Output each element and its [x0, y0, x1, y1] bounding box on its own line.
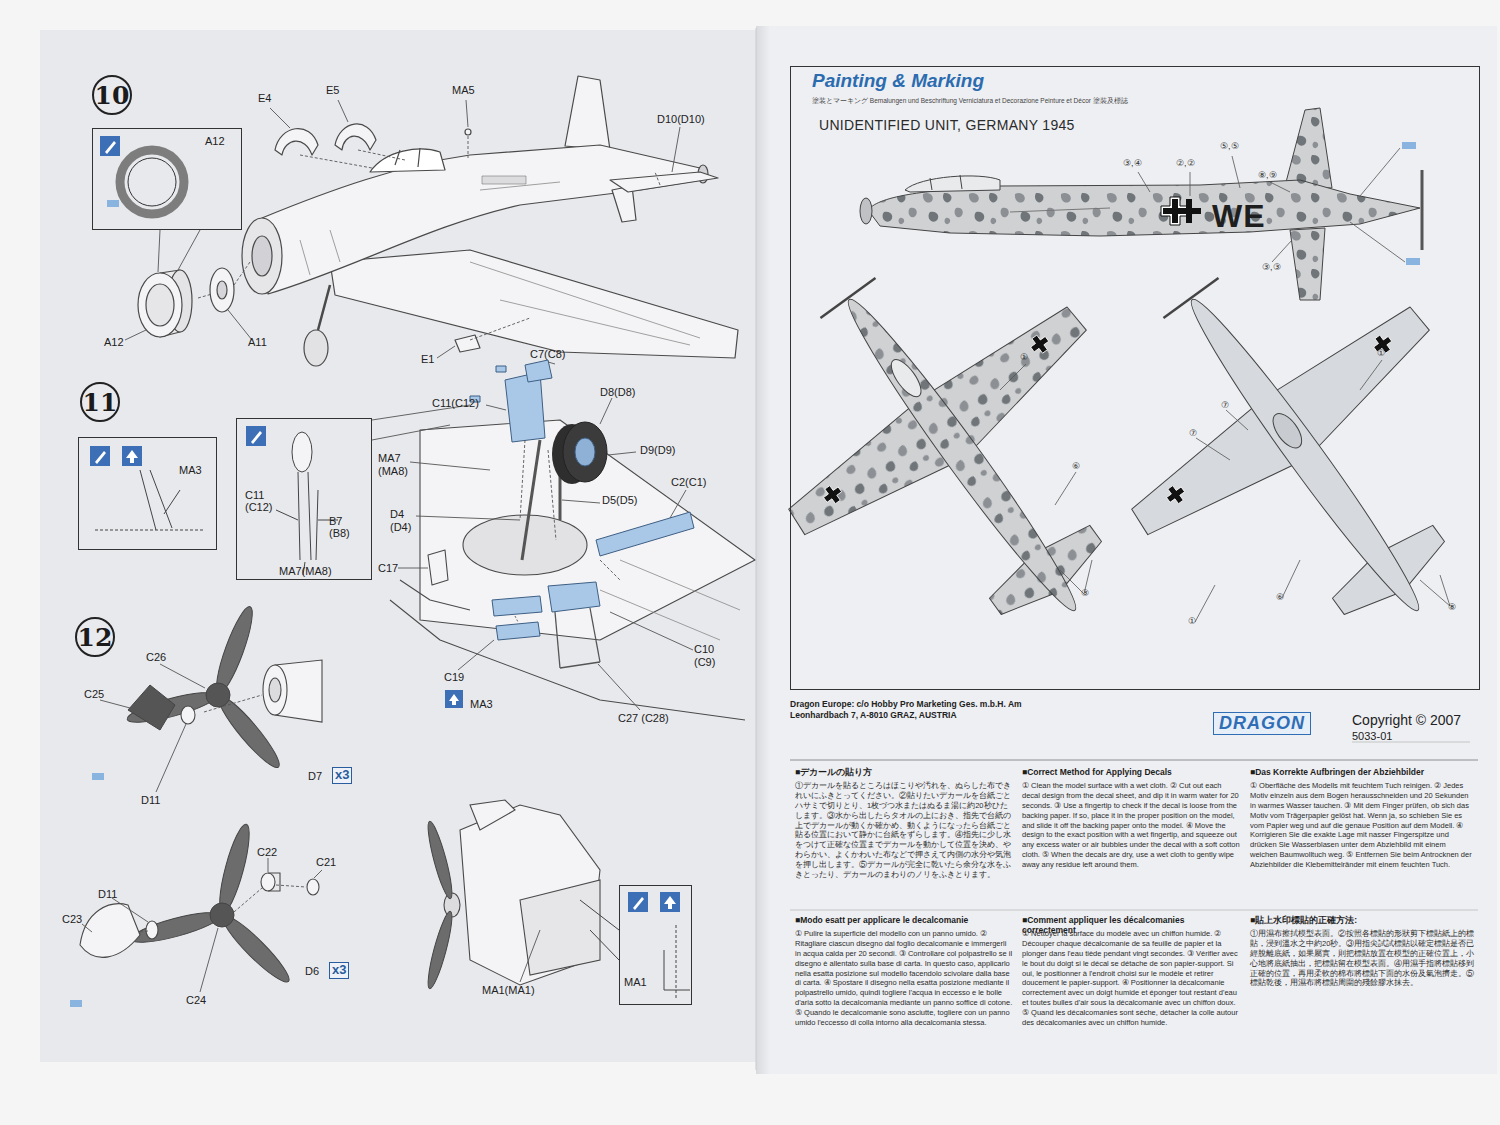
- code-letters: WE: [1212, 198, 1266, 235]
- part-label: C27 (C28): [618, 712, 669, 725]
- part-label: D7: [308, 770, 322, 783]
- instruction-text: ① Pulire la superficie del modello con u…: [795, 929, 1013, 1028]
- callout-number: ⑧,⑨: [1258, 170, 1277, 180]
- sheet-title: Painting & Marking: [812, 70, 984, 92]
- section-heading: ■Das Korrekte Aufbringen der Abziehbilde…: [1250, 768, 1475, 778]
- part-label: C19: [444, 671, 464, 684]
- part-label: C22: [257, 846, 277, 859]
- part-label: E1: [421, 353, 434, 366]
- part-label: B7 (B8): [329, 515, 357, 539]
- instruction-text: ① Nettoyer la surface du modèle avec un …: [1022, 929, 1240, 1028]
- part-label: MA1(MA1): [482, 984, 535, 997]
- step-number-text: 11: [83, 388, 118, 417]
- copyright: Copyright © 2007: [1352, 712, 1461, 728]
- callout-number: ①: [1188, 616, 1196, 626]
- part-label: C24: [186, 994, 206, 1007]
- part-label: C11 (C12): [245, 489, 275, 513]
- section-heading: ■デカールの貼り方: [795, 768, 1013, 778]
- part-label: D9(D9): [640, 444, 675, 457]
- section-heading: ■Correct Method for Applying Decals: [1022, 768, 1240, 778]
- part-label: MA7 (MA8): [378, 452, 412, 477]
- instruction-text: ① Clean the model surface with a wet clo…: [1022, 781, 1240, 870]
- callout-number: ⑥: [1072, 461, 1080, 471]
- section-heading: ■Modo esatt per applicare le decalcomani…: [795, 916, 1013, 926]
- part-label: D6: [305, 965, 319, 978]
- detail-inset: MA3: [78, 437, 217, 550]
- part-label: D10(D10): [657, 113, 705, 126]
- instruction-text: ① Oberfläche des Modells mit feuchtem Tu…: [1250, 781, 1475, 870]
- section-heading: ■貼上水印標貼的正確方法:: [1250, 916, 1475, 926]
- callout-number: ⑦: [1221, 400, 1229, 410]
- part-label: E4: [258, 92, 271, 105]
- part-label: C7(C8): [530, 348, 565, 361]
- part-label: C2(C1): [671, 476, 706, 489]
- callout-number: ③: [1081, 588, 1089, 598]
- callout-number: ①: [1377, 348, 1385, 358]
- callout-number: ③,④: [1123, 158, 1142, 168]
- part-label: C26: [146, 651, 166, 664]
- part-label: A11: [248, 336, 267, 349]
- part-label: MA5: [452, 84, 475, 97]
- part-label: MA1: [624, 976, 647, 988]
- callout-number: ⑦: [1189, 428, 1197, 438]
- unit-caption: UNIDENTIFIED UNIT, GERMANY 1945: [819, 117, 1075, 133]
- detail-inset: MA1: [619, 885, 692, 1005]
- kit-number: 5033-01: [1352, 730, 1392, 743]
- part-label: C11(C12): [432, 397, 479, 410]
- callout-number: ②,②: [1176, 158, 1195, 168]
- quantity-badge: x3: [332, 767, 352, 784]
- part-label: D5(D5): [602, 494, 637, 507]
- part-label: C10 (C9): [694, 643, 722, 668]
- part-label: MA3: [470, 698, 493, 711]
- address: Dragon Europe: c/o Hobby Pro Marketing G…: [790, 699, 1040, 721]
- part-label: D11: [141, 794, 160, 807]
- part-label: MA3: [179, 464, 202, 476]
- callout-number: ⑤,⑤: [1220, 141, 1239, 151]
- part-label: C17: [378, 562, 398, 575]
- quantity-badge: x3: [329, 962, 349, 979]
- step-number: 11: [80, 382, 120, 422]
- step-number: 10: [92, 75, 132, 115]
- part-label: C23: [62, 913, 82, 926]
- part-label: D4 (D4): [390, 508, 416, 533]
- instruction-text: ①用濕布擦拭模型表面。②按照各標貼的形狀剪下標貼紙上的標貼，浸到溫水之中約20秒…: [1250, 929, 1475, 988]
- part-label: E5: [326, 84, 339, 97]
- brand-logo: DRAGON: [1213, 712, 1311, 735]
- step-number-text: 10: [95, 81, 130, 110]
- subtitle: 塗装とマーキング Bemalungen und Beschriftung Ver…: [812, 97, 1128, 104]
- callout-number: ③,③: [1262, 262, 1281, 272]
- instruction-text: ①デカールを貼るところはほこりや汚れを、ぬらした布できれいにふきとってください。…: [795, 781, 1013, 880]
- callout-number: ⑥: [1276, 592, 1284, 602]
- callout-number: ①: [1020, 352, 1028, 362]
- part-label: C21: [316, 856, 336, 869]
- step-number-text: 12: [78, 623, 113, 652]
- part-label: A12: [104, 336, 124, 349]
- part-label: MA7(MA8): [279, 565, 332, 577]
- part-label: D8(D8): [600, 386, 635, 399]
- detail-inset: C11 (C12) B7 (B8) MA7(MA8): [236, 418, 372, 580]
- step-number: 12: [75, 617, 115, 657]
- callout-number: ⑧: [1448, 602, 1456, 612]
- part-label: D11: [98, 888, 117, 901]
- detail-inset: A12: [92, 128, 242, 230]
- part-label: C25: [84, 688, 104, 701]
- part-label: A12: [205, 135, 225, 147]
